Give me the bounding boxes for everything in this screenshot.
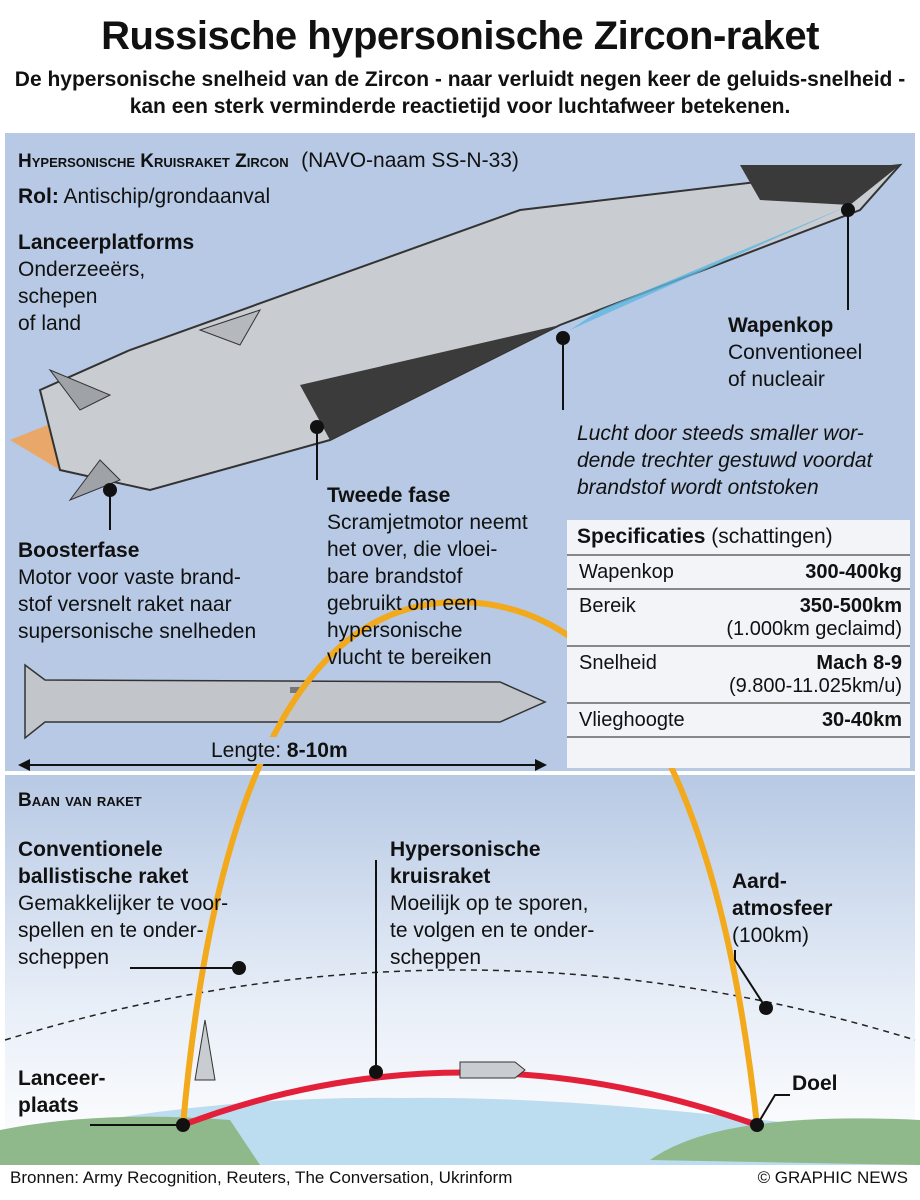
atmosphere-line: [4, 969, 916, 1041]
ballistic-missile-icon: [194, 1019, 216, 1081]
side-view-missile: [18, 663, 547, 771]
launch-site-label: Lanceer-plaats: [18, 1067, 106, 1117]
trajectory-illustration: [0, 598, 920, 1165]
missile-heading: Hypersonische Kruisraket Zircon (NAVO-na…: [18, 149, 519, 172]
ballistic-path: [180, 598, 760, 1126]
atmosphere-label: Aard-atmosfeer(100km): [732, 870, 833, 947]
subtitle: De hypersonische snelheid van de Zircon …: [14, 68, 906, 118]
exhaust-flame: [10, 420, 60, 470]
trajectory-heading: Baan van raket: [18, 790, 142, 811]
hypersonic-missile-icon: [459, 1061, 526, 1079]
zircon-missile-illustration: [10, 163, 903, 530]
sources: Bronnen: Army Recognition, Reuters, The …: [10, 1168, 513, 1187]
page-title: Russische hypersonische Zircon-raket: [101, 14, 819, 58]
length-label: Lengte: 8-10m: [205, 737, 354, 764]
booster-label: Boosterfase Motor voor vaste brand-stof …: [18, 539, 257, 643]
air-intake-label: Lucht door steeds smaller wor-dende trec…: [577, 422, 873, 499]
role: Rol: Antischip/grondaanval: [18, 185, 271, 208]
credit: © GRAPHIC NEWS: [757, 1168, 908, 1187]
target-label: Doel: [792, 1072, 838, 1095]
